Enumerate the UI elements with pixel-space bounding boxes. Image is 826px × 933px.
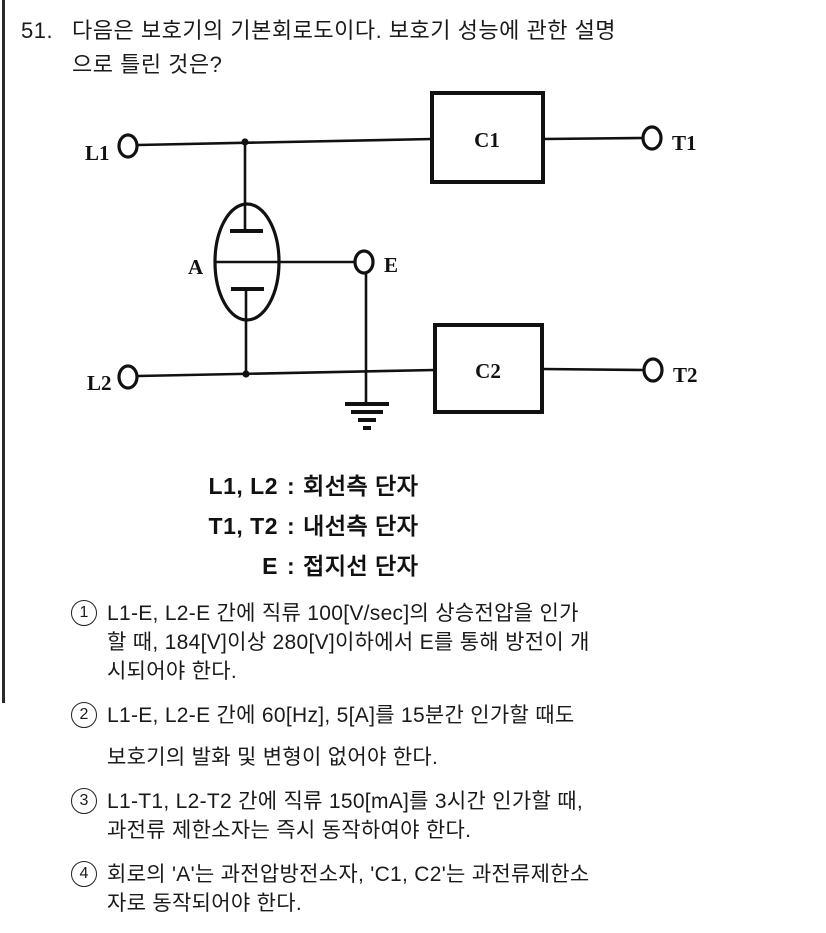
option-3-number-circle: 3 <box>71 788 97 814</box>
question-line-2: 으로 틀린 것은? <box>72 52 223 77</box>
l1-wire <box>137 137 433 147</box>
l2-junction-dot <box>242 370 250 378</box>
c2-label: C2 <box>475 359 501 383</box>
c2-box <box>433 323 544 414</box>
c1-label: C1 <box>474 128 500 152</box>
legend-description: 접지선 단자 <box>303 553 419 579</box>
t2-terminal-label: T2 <box>673 363 698 387</box>
column-divider-rule <box>2 0 5 703</box>
e-terminal-circle-icon <box>353 249 375 275</box>
option-4-text: 회로의 'A'는 과전압방전소자, 'C1, C2'는 과전류제한소 자로 동작… <box>107 860 590 918</box>
option-4-line-1: 회로의 'A'는 과전압방전소자, 'C1, C2'는 과전류제한소 <box>107 863 590 886</box>
protector-circuit-diagram: L1 C1 T1 A E L2 C2 T2 <box>85 91 698 430</box>
earth-ground-icon <box>345 402 389 430</box>
legend-description: 내선측 단자 <box>303 513 419 539</box>
option-3-text: L1-T1, L2-T2 간에 직류 150[mA]를 3시간 인가할 때, 과… <box>107 787 583 845</box>
arrester-label: A <box>188 255 204 279</box>
legend-term: E <box>262 553 278 579</box>
question-line-1: 다음은 보호기의 기본회로도이다. 보호기 성능에 관한 설명 <box>72 18 617 43</box>
option-3-line-2: 과전류 제한소자는 즉시 동작하여야 한다. <box>107 819 472 842</box>
legend-separator: : <box>287 553 296 579</box>
option-4: 4 회로의 'A'는 과전압방전소자, 'C1, C2'는 과전류제한소 자로 … <box>71 860 590 918</box>
option-2: 2 L1-E, L2-E 간에 60[Hz], 5[A]를 15분간 인가할 때… <box>71 701 590 772</box>
l1-terminal-circle-icon <box>117 133 139 159</box>
legend-description: 회선측 단자 <box>303 473 419 499</box>
answer-options: 1 L1-E, L2-E 간에 직류 100[V/sec]의 상승전압을 인가 … <box>71 599 590 933</box>
option-1-number-circle: 1 <box>71 600 97 626</box>
option-2-line-2: 보호기의 발화 및 변형이 없어야 한다. <box>107 746 439 769</box>
option-3-line-1: L1-T1, L2-T2 간에 직류 150[mA]를 3시간 인가할 때, <box>107 790 584 813</box>
question-block: 51. 다음은 보호기의 기본회로도이다. 보호기 성능에 관한 설명 으로 틀… <box>21 14 616 82</box>
legend-row-ground: E : 접지선 단자 <box>150 546 418 586</box>
option-1-line-3: 시되어야 한다. <box>107 660 237 683</box>
l2-terminal-label: L2 <box>87 371 112 395</box>
option-1-line-2: 할 때, 184[V]이상 280[V]이하에서 E를 통해 방전이 개 <box>107 631 590 654</box>
option-4-line-2: 자로 동작되어야 한다. <box>107 892 302 915</box>
option-2-text: L1-E, L2-E 간에 60[Hz], 5[A]를 15분간 인가할 때도 … <box>107 701 575 772</box>
l2-wire <box>137 368 436 378</box>
terminal-legend: L1, L2 : 회선측 단자 T1, T2 : 내선측 단자 E : 접지선 … <box>150 466 418 586</box>
legend-row-inside-side: T1, T2 : 내선측 단자 <box>150 506 418 546</box>
legend-row-line-side: L1, L2 : 회선측 단자 <box>150 466 418 506</box>
l1-terminal-label: L1 <box>85 141 110 165</box>
c1-to-t1-wire <box>542 136 644 141</box>
c1-box <box>430 91 545 184</box>
option-1-line-1: L1-E, L2-E 간에 직류 100[V/sec]의 상승전압을 인가 <box>107 602 579 625</box>
t1-terminal-label: T1 <box>672 131 697 155</box>
option-2-line-1: L1-E, L2-E 간에 60[Hz], 5[A]를 15분간 인가할 때도 <box>107 704 575 727</box>
e-terminal-label: E <box>384 253 398 277</box>
t1-terminal-circle-icon <box>641 125 663 151</box>
c2-to-t2-wire <box>541 367 645 372</box>
question-number: 51. <box>21 18 54 43</box>
legend-term: L1, L2 <box>208 473 278 499</box>
option-1-text: L1-E, L2-E 간에 직류 100[V/sec]의 상승전압을 인가 할 … <box>107 599 590 686</box>
option-2-number-circle: 2 <box>71 702 97 728</box>
option-3: 3 L1-T1, L2-T2 간에 직류 150[mA]를 3시간 인가할 때,… <box>71 787 590 845</box>
option-4-number-circle: 4 <box>71 861 97 887</box>
question-text: 다음은 보호기의 기본회로도이다. 보호기 성능에 관한 설명 으로 틀린 것은… <box>72 14 616 82</box>
legend-term: T1, T2 <box>208 513 278 539</box>
l2-terminal-circle-icon <box>117 364 139 390</box>
legend-separator: : <box>287 513 296 539</box>
t2-terminal-circle-icon <box>642 357 664 383</box>
legend-separator: : <box>287 473 296 499</box>
option-1: 1 L1-E, L2-E 간에 직류 100[V/sec]의 상승전압을 인가 … <box>71 599 590 686</box>
